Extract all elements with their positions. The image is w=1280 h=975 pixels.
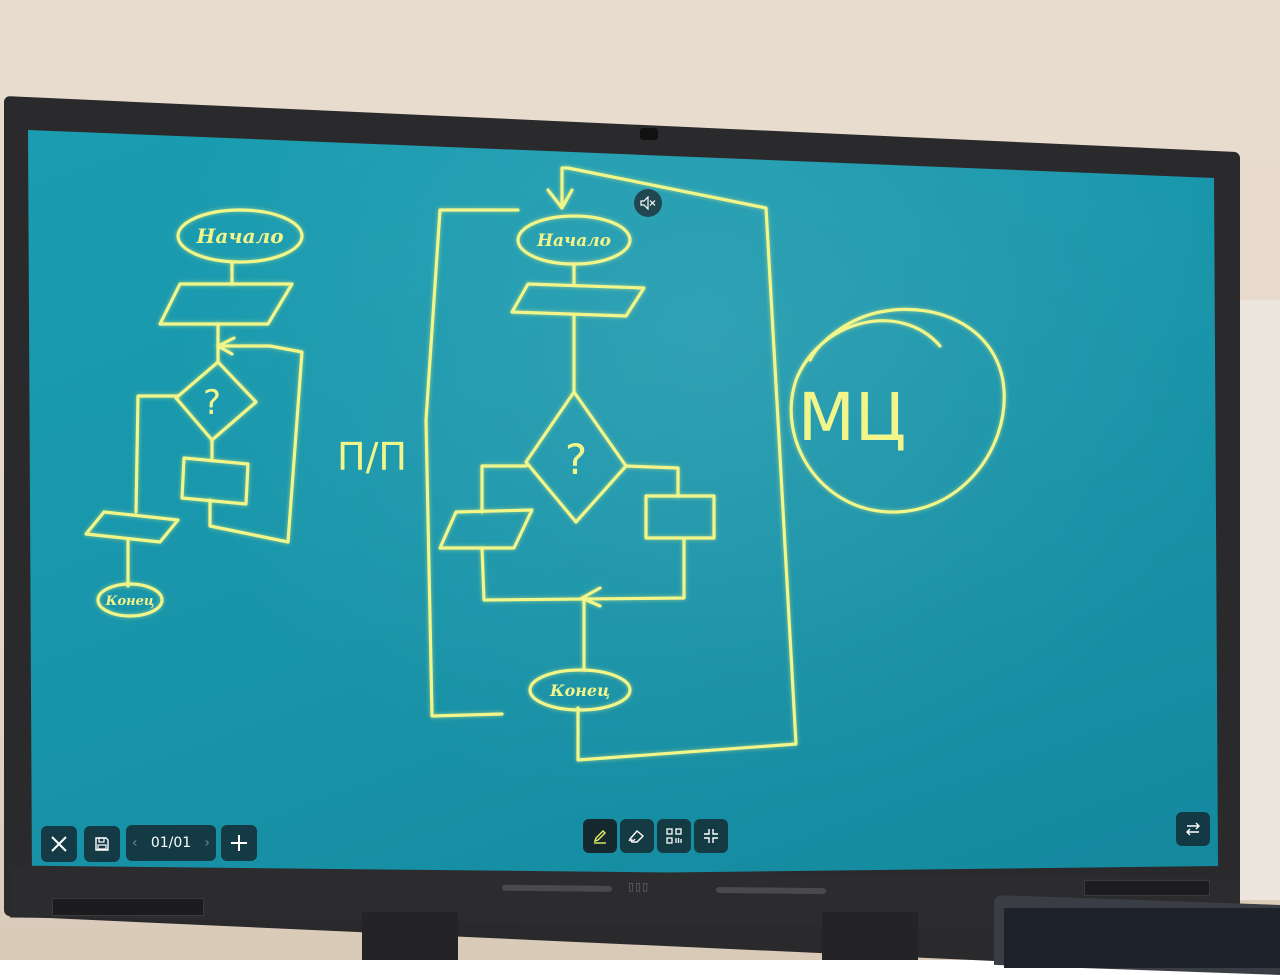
speaker-mute-glyph [640,196,656,210]
connector [134,394,180,514]
add-page-button[interactable] [221,825,257,861]
left-end-terminator [96,582,164,618]
switch-side-button[interactable] [1176,812,1210,846]
center-right-process-box [644,494,716,540]
speaker-mute-icon[interactable] [634,189,662,217]
front-buttons [1084,880,1210,896]
speaker-grille [716,886,826,895]
display-stand [362,912,458,960]
left-end-label: Конец [105,594,155,609]
qr-code-button[interactable] [657,819,691,853]
left-flowchart: Начало ? Конец [84,208,304,618]
left-output-parallelogram [84,510,180,544]
plus-icon [231,835,247,851]
center-flowchart: Начало ? Конец [424,166,798,762]
left-process-box [180,456,250,506]
minimize-icon [704,829,718,843]
minimize-button[interactable] [694,819,728,853]
center-outer-right-loop [546,166,798,762]
center-start-label: Начало [536,231,611,251]
display-stand [822,912,918,960]
brand-logo: ▯▯▯ [628,880,650,894]
chevron-left-icon[interactable]: ‹ [132,835,138,851]
page-indicator: 01/01 [150,835,192,851]
center-outer-left-loop [424,208,520,718]
circle-annotation: МЦ [789,307,1006,514]
center-decision-diamond [524,390,628,524]
speaker-grille [502,884,612,892]
center-end-label: Конец [549,681,610,700]
front-ports [52,898,204,916]
left-loop-back-arrow [208,336,304,544]
page-navigator: ‹ 01/01 › [126,825,216,861]
eraser-tool-button[interactable] [620,819,654,853]
eraser-icon [628,830,645,843]
chevron-right-icon[interactable]: › [204,835,210,851]
close-icon [51,836,67,852]
left-decision-label: ? [203,383,221,423]
pen-tool-button[interactable] [583,819,617,853]
swap-arrows-icon [1186,822,1200,836]
subroutine-label: П/П [337,435,407,479]
center-end-terminator [528,668,632,712]
camera-icon [640,128,658,140]
close-button[interactable] [41,826,77,862]
connector [480,464,528,514]
qr-code-icon [666,828,682,844]
hand-drawn-circle [789,307,1006,514]
left-start-terminator [176,208,304,264]
center-io-parallelogram [510,282,646,318]
save-icon [95,837,109,851]
left-start-label: Начало [195,224,283,248]
pen-icon [593,830,606,844]
save-button[interactable] [84,826,120,862]
center-left-io-parallelogram [438,508,534,550]
connector [624,464,680,498]
left-io-parallelogram [158,282,294,326]
center-decision-label: ? [565,435,587,484]
laptop-screen [1004,908,1280,968]
circle-label: МЦ [798,379,906,456]
